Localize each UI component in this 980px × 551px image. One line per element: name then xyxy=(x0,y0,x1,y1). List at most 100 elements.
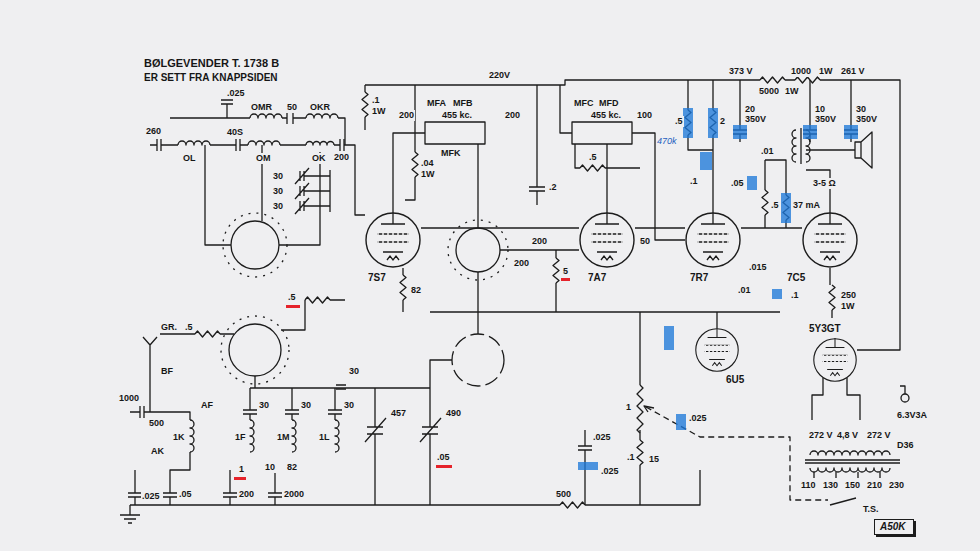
tube-envelope xyxy=(803,213,857,267)
component-value: AK xyxy=(150,446,165,457)
component-value: .5 xyxy=(770,200,780,211)
component-value: .1 xyxy=(790,290,800,301)
signal-wire xyxy=(635,227,685,228)
component-value: .04 xyxy=(420,158,435,169)
component-value: 272 V xyxy=(808,430,834,441)
component-value: 200 xyxy=(398,110,415,121)
tube-electrodes xyxy=(697,212,729,260)
tube-symbol: 5Y3GT xyxy=(813,338,857,382)
component-value: OK xyxy=(311,153,327,164)
component-value: .1 xyxy=(371,95,381,106)
tube-envelope xyxy=(580,213,634,267)
tube-outline xyxy=(685,212,741,268)
if-transformer xyxy=(425,122,485,144)
resistor-symbol xyxy=(195,77,835,508)
component-value: 50 xyxy=(639,236,651,247)
component-value: .025 xyxy=(226,88,246,99)
tube-electrodes xyxy=(704,328,729,366)
component-value: .2 xyxy=(548,182,558,193)
component-value: 1000 xyxy=(118,393,140,404)
tube-symbol: 7S7 xyxy=(365,212,421,268)
component-value: .025 xyxy=(600,466,620,477)
wave-switch xyxy=(452,334,504,386)
handwritten-value: 470k xyxy=(656,136,678,147)
component-value: 1000 xyxy=(790,66,812,77)
component-value: 30 xyxy=(348,366,360,377)
component-value: MFB xyxy=(452,98,474,109)
wave-switch xyxy=(456,228,500,272)
component-value: 1W xyxy=(371,106,387,117)
component-value: .1 xyxy=(626,452,636,463)
component-value: 82 xyxy=(410,285,422,296)
component-value: 30 xyxy=(272,186,284,197)
signal-wire xyxy=(421,227,579,228)
component-value: 30 xyxy=(343,400,355,411)
tube-symbol: 7R7 xyxy=(685,212,741,268)
component-value: 260 xyxy=(145,126,162,137)
tube-electrodes xyxy=(591,212,623,260)
tube-envelope xyxy=(814,339,856,381)
component-value: GR. xyxy=(160,322,178,333)
component-value: .01 xyxy=(760,146,775,157)
component-value: 210 xyxy=(866,480,883,491)
tube-type: 7C5 xyxy=(786,272,806,284)
component-value: 1W xyxy=(420,169,436,180)
component-value: 37 mA xyxy=(792,200,821,211)
component-value: 4,8 V xyxy=(836,430,859,441)
coil-symbol xyxy=(178,114,900,472)
tube-symbol: 6U5 xyxy=(695,328,739,372)
switch-note: ER SETT FRA KNAPPSIDEN xyxy=(143,72,279,83)
component-value: 1K xyxy=(172,432,186,443)
component-value: 30 xyxy=(258,400,270,411)
component-value: 230 xyxy=(888,480,905,491)
component-value: 1 xyxy=(238,464,245,475)
component-value: 455 kc. xyxy=(441,110,473,121)
component-value: MFA xyxy=(426,98,447,109)
component-value: MFK xyxy=(440,148,462,159)
component-value: 1 xyxy=(625,402,632,413)
component-value: .5 xyxy=(674,116,684,127)
component-value: 200 xyxy=(531,236,548,247)
tube-symbol: 7C5 xyxy=(802,212,858,268)
component-value: AF xyxy=(200,400,214,411)
switch-contacts xyxy=(221,316,289,384)
wire xyxy=(120,80,905,523)
component-value: 50 xyxy=(286,102,298,113)
component-value: 2 xyxy=(719,116,726,127)
component-value: T.S. xyxy=(862,504,880,515)
tube-envelope xyxy=(366,213,420,267)
component-value: 150 xyxy=(844,480,861,491)
tube-type: 7R7 xyxy=(689,272,709,284)
component-value: 10 xyxy=(264,462,276,473)
tube-type: 7S7 xyxy=(367,272,387,284)
tube-type: 7A7 xyxy=(587,272,607,284)
component-value: 200 xyxy=(504,110,521,121)
tube-outline xyxy=(365,212,421,268)
component-value: 130 xyxy=(822,480,839,491)
component-value: .05 xyxy=(436,452,451,463)
component-value: OMR xyxy=(250,102,273,113)
component-value: 6.3V3A xyxy=(896,410,928,421)
component-value: 350V xyxy=(814,114,837,125)
component-value: 457 xyxy=(390,408,407,419)
grid-gaps xyxy=(591,234,623,242)
component-value: 350V xyxy=(744,114,767,125)
component-value: .025 xyxy=(141,491,161,502)
tube-type: 5Y3GT xyxy=(808,323,842,335)
component-value: MFC xyxy=(573,98,595,109)
component-value: 5 xyxy=(562,266,569,277)
component-value: 272 V xyxy=(866,430,892,441)
component-value: 490 xyxy=(445,408,462,419)
grid-gaps xyxy=(377,234,409,242)
tube-envelope xyxy=(696,329,738,371)
voltage-label: 373 V xyxy=(728,66,754,77)
component-value: .025 xyxy=(688,413,708,424)
component-value: 200 xyxy=(238,489,255,500)
tube-outline xyxy=(695,328,739,372)
switch-contacts xyxy=(448,220,508,280)
component-value: 2000 xyxy=(283,489,305,500)
component-value: .5 xyxy=(184,322,194,333)
drawing-number: A50K xyxy=(880,521,908,533)
ganged-link xyxy=(646,407,828,500)
